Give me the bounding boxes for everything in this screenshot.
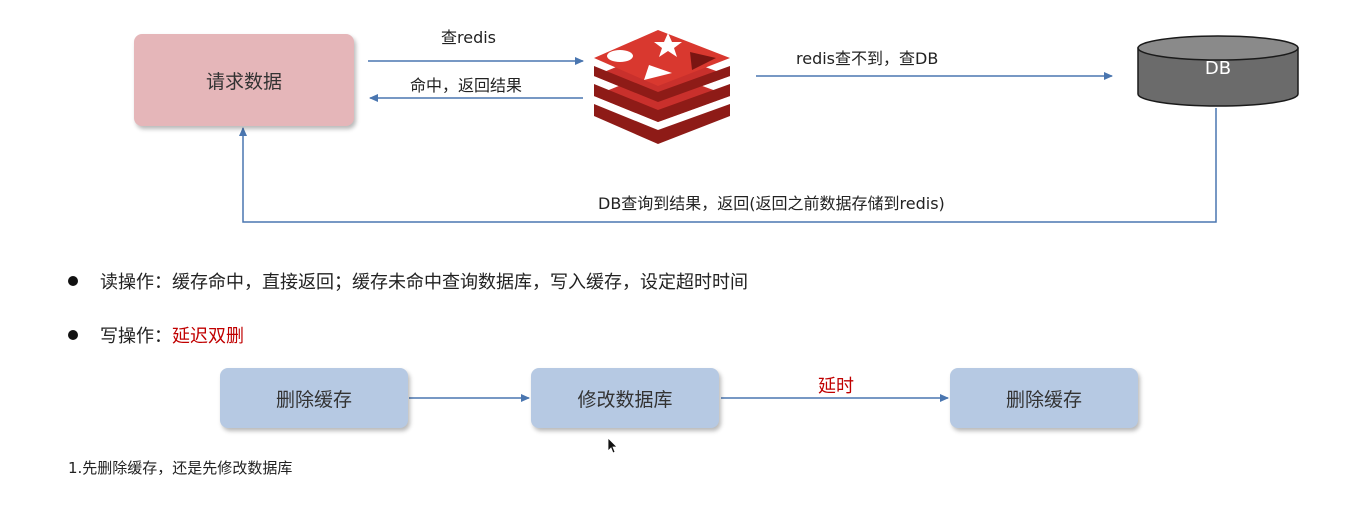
write-operation-bullet: 写操作： 延迟双删	[68, 322, 244, 348]
read-operation-bullet: 读操作：缓存命中，直接返回；缓存未命中查询数据库，写入缓存，设定超时时间	[68, 268, 748, 294]
flow-step-label: 修改数据库	[577, 388, 673, 411]
db-return-label: DB查询到结果，返回(返回之前数据存储到redis)	[598, 194, 945, 213]
flow-step-delete-cache-2: 删除缓存	[950, 368, 1138, 428]
read-operation-text: 读操作：缓存命中，直接返回；缓存未命中查询数据库，写入缓存，设定超时时间	[100, 272, 748, 293]
bullet-dot-icon	[68, 276, 78, 286]
note-text: 1.先删除缓存，还是先修改数据库	[68, 459, 293, 477]
query-redis-label: 查redis	[441, 28, 497, 47]
write-operation-prefix: 写操作：	[100, 326, 172, 347]
request-data-box: 请求数据	[134, 34, 354, 126]
bullet-dot-icon	[68, 330, 78, 340]
request-data-label: 请求数据	[205, 70, 282, 93]
flow-step-update-db: 修改数据库	[531, 368, 719, 428]
write-operation-highlight: 延迟双删	[172, 326, 244, 347]
delay-label: 延时	[818, 376, 854, 397]
hit-return-label: 命中，返回结果	[410, 76, 523, 95]
db-label: DB	[1204, 58, 1232, 79]
flow-step-delete-cache-1: 删除缓存	[220, 368, 408, 428]
redis-logo-icon	[594, 30, 730, 144]
redis-miss-label: redis查不到，查DB	[796, 49, 939, 68]
cursor-icon	[607, 437, 618, 454]
flow-step-label: 删除缓存	[1005, 388, 1082, 411]
flow-step-label: 删除缓存	[275, 388, 352, 411]
